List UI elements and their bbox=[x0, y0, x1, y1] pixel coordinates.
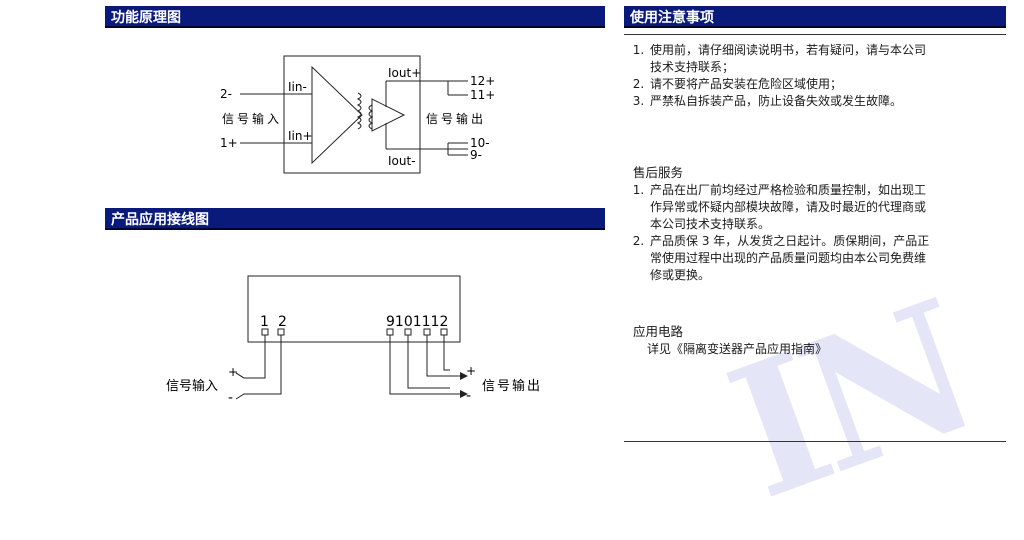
label-pin2: 2- bbox=[220, 87, 232, 101]
wiring-diagram: 1 2 9101112 + - 信号输入 + - 信号输出 bbox=[166, 275, 542, 406]
label-pin11: 11+ bbox=[470, 88, 495, 102]
output-wire-10 bbox=[407, 335, 450, 389]
module-outline bbox=[247, 275, 461, 343]
application-section: 应用电路 详见《隔离变送器产品应用指南》 bbox=[633, 323, 933, 358]
label-pin10: 10- bbox=[470, 136, 490, 150]
right-top-rule bbox=[624, 34, 1006, 35]
output-wire-9 bbox=[389, 335, 460, 395]
service-list: 产品在出厂前均经过严格检验和质量控制，如出现工作异常或怀疑内部模块故障，请及时最… bbox=[633, 182, 933, 284]
arrow-out-minus bbox=[460, 390, 468, 398]
watermark: IN bbox=[706, 263, 994, 540]
label-signal-output-2: 信号输出 bbox=[482, 378, 542, 394]
note-item: 严禁私自拆装产品，防止设备失效或发生故障。 bbox=[648, 93, 933, 110]
service-item: 产品在出厂前均经过严格检验和质量控制，如出现工作异常或怀疑内部模块故障，请及时最… bbox=[648, 182, 933, 233]
output-wire-12 bbox=[443, 335, 450, 371]
label-signal-input: 信号输入 bbox=[222, 111, 282, 126]
application-title: 应用电路 bbox=[633, 324, 684, 339]
label-iout-minus: Iout- bbox=[388, 154, 416, 168]
header-wiring-diagram: 产品应用接线图 bbox=[105, 208, 605, 230]
right-bottom-rule bbox=[624, 441, 1006, 442]
arrow-out-plus bbox=[460, 372, 468, 380]
input-amplifier bbox=[311, 65, 363, 165]
notes-section: 使用前，请仔细阅读说明书，若有疑问，请与本公司技术支持联系； 请不要将产品安装在… bbox=[633, 42, 933, 110]
transformer-coil-right bbox=[368, 104, 374, 130]
header-notes: 使用注意事项 bbox=[624, 6, 1006, 28]
input-wire-minus bbox=[235, 335, 282, 400]
input-wire-plus bbox=[235, 335, 266, 379]
label-iin-plus: Iin+ bbox=[288, 129, 313, 143]
module-box bbox=[283, 55, 421, 174]
label-iin-minus: Iin- bbox=[288, 80, 307, 94]
function-diagram: Iin- Iin+ Iout+ Iout- 2- 1+ 12+ 11+ 10- … bbox=[220, 55, 495, 174]
output-amplifier bbox=[371, 98, 406, 132]
input-wire-plus-tail bbox=[235, 372, 245, 379]
notes-list: 使用前，请仔细阅读说明书，若有疑问，请与本公司技术支持联系； 请不要将产品安装在… bbox=[633, 42, 933, 110]
label-iout-plus: Iout+ bbox=[388, 66, 421, 80]
service-section: 售后服务 产品在出厂前均经过严格检验和质量控制，如出现工作异常或怀疑内部模块故障… bbox=[633, 164, 933, 284]
label-pin9: 9- bbox=[470, 148, 482, 162]
transformer-coil-left bbox=[356, 92, 362, 130]
note-item: 使用前，请仔细阅读说明书，若有疑问，请与本公司技术支持联系； bbox=[648, 42, 933, 76]
header-function-diagram-text: 功能原理图 bbox=[111, 10, 181, 26]
label-signal-input-2: 信号输入 bbox=[166, 378, 218, 394]
label-pin1: 1+ bbox=[220, 136, 238, 150]
header-function-diagram: 功能原理图 bbox=[105, 6, 605, 28]
terminal-label-9-12: 9101112 bbox=[386, 314, 448, 330]
label-signal-output: 信号输出 bbox=[426, 111, 486, 126]
terminal-label-1: 1 bbox=[260, 314, 269, 330]
label-out-plus: + bbox=[466, 364, 476, 378]
label-in-plus: + bbox=[228, 365, 238, 379]
application-text: 详见《隔离变送器产品应用指南》 bbox=[647, 342, 828, 356]
header-wiring-diagram-text: 产品应用接线图 bbox=[111, 212, 209, 228]
service-title: 售后服务 bbox=[633, 165, 684, 180]
header-notes-text: 使用注意事项 bbox=[630, 10, 714, 26]
note-item: 请不要将产品安装在危险区域使用； bbox=[648, 76, 933, 93]
label-out-minus: - bbox=[466, 388, 471, 404]
label-pin12: 12+ bbox=[470, 74, 495, 88]
service-item: 产品质保 3 年，从发货之日起计。质保期间，产品正常使用过程中出现的产品质量问题… bbox=[648, 233, 933, 284]
output-wire-11 bbox=[426, 335, 460, 377]
terminal-label-2: 2 bbox=[278, 314, 287, 330]
label-in-minus: - bbox=[228, 390, 233, 406]
